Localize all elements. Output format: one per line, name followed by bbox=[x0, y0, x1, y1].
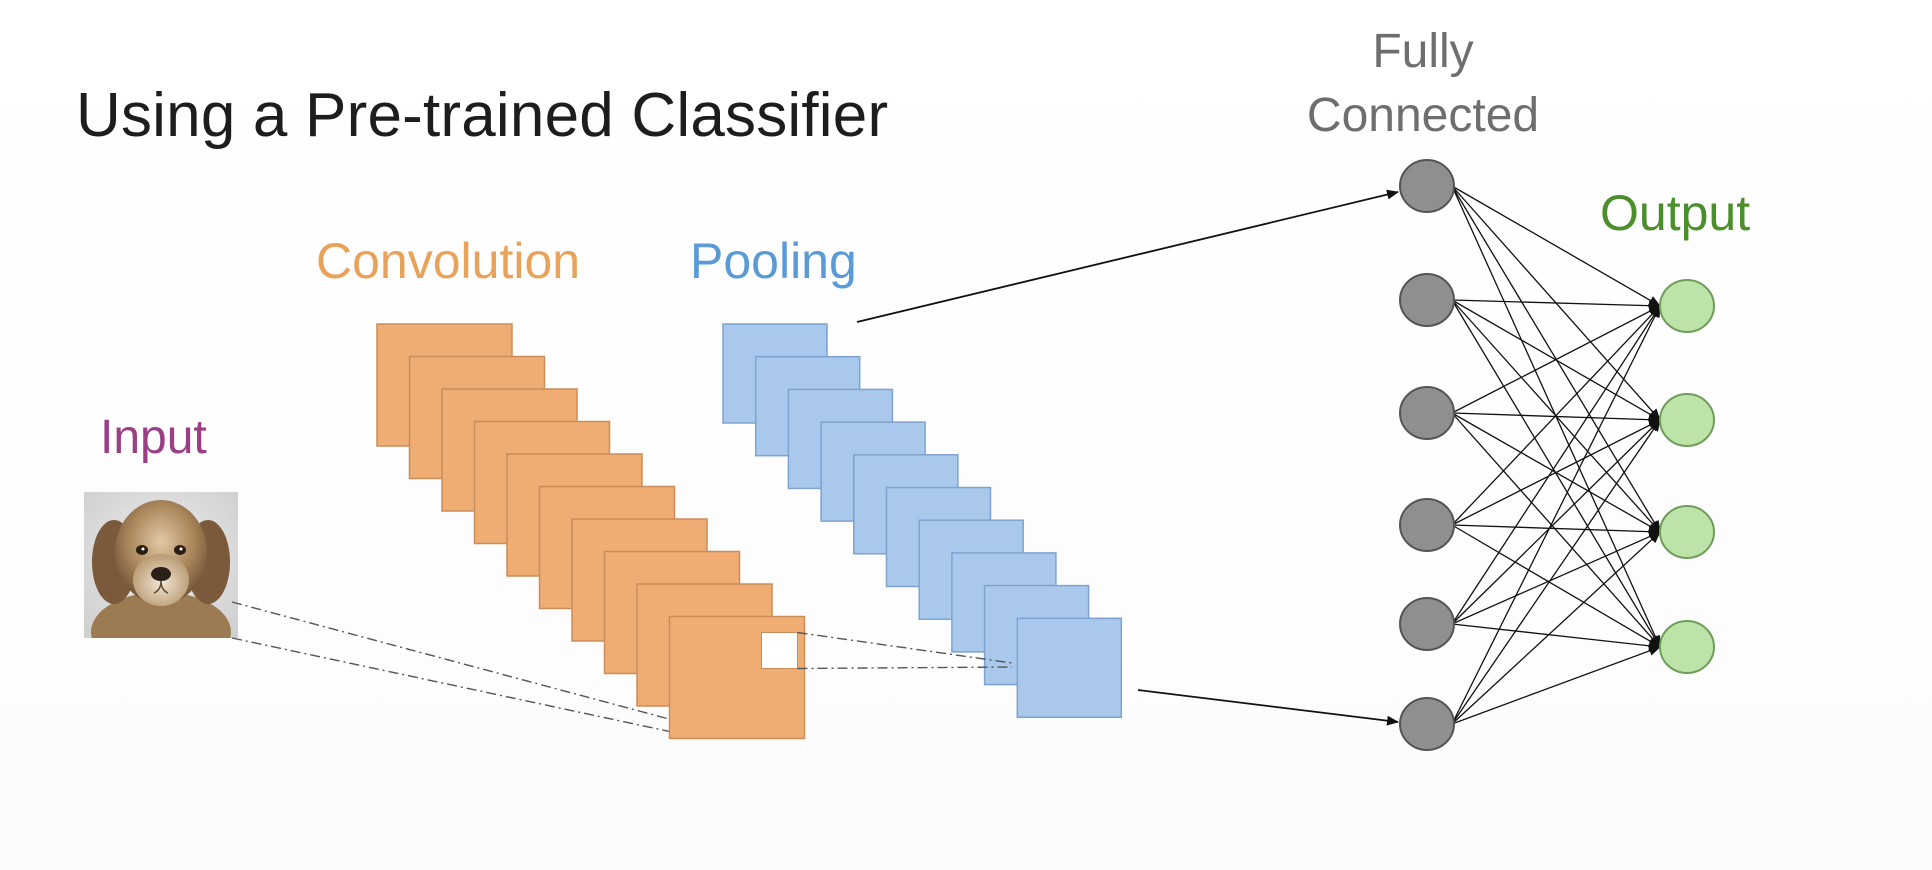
dense-edge bbox=[1451, 419, 1661, 625]
fc-node bbox=[1399, 386, 1455, 440]
receptive-field-lines bbox=[231, 601, 741, 739]
convolution-stack bbox=[376, 323, 806, 740]
fully-connected-label: Fully Connected bbox=[1293, 20, 1553, 148]
fully-connected-layer bbox=[1399, 159, 1455, 751]
output-node bbox=[1659, 393, 1715, 447]
dense-edge bbox=[1451, 305, 1661, 526]
dense-connections bbox=[1451, 185, 1661, 725]
dense-edge bbox=[1451, 524, 1661, 537]
fc-node bbox=[1399, 159, 1455, 213]
flatten-arrow-bottom bbox=[1137, 689, 1399, 726]
fc-node bbox=[1399, 273, 1455, 327]
dense-edge bbox=[1451, 305, 1661, 725]
pool-feature-map bbox=[1016, 617, 1123, 719]
pooling-stack bbox=[722, 323, 1123, 719]
slide-title: Using a Pre-trained Classifier bbox=[76, 81, 889, 150]
fc-node bbox=[1399, 597, 1455, 651]
fully-connected-label-line2: Connected bbox=[1306, 89, 1540, 142]
receptive-line bbox=[231, 601, 741, 739]
dense-edge bbox=[1451, 419, 1661, 526]
dense-edge bbox=[1451, 419, 1661, 725]
dense-edge bbox=[1451, 412, 1661, 425]
output-node bbox=[1659, 620, 1715, 674]
pooling-label: Pooling bbox=[690, 233, 857, 289]
output-node bbox=[1659, 505, 1715, 559]
pooling-field-lines bbox=[797, 631, 1013, 670]
dense-edge bbox=[1451, 412, 1661, 648]
output-layer bbox=[1659, 279, 1715, 674]
fc-node bbox=[1399, 498, 1455, 552]
dense-edge bbox=[1451, 305, 1661, 414]
dense-edge bbox=[1451, 623, 1661, 651]
pool-field-line bbox=[797, 666, 1013, 670]
pool-field-line bbox=[797, 631, 1013, 664]
conv-receptive-window bbox=[761, 632, 798, 669]
dense-edge bbox=[1451, 531, 1661, 625]
fc-node bbox=[1399, 697, 1455, 751]
dense-edge bbox=[1451, 524, 1661, 648]
output-node bbox=[1659, 279, 1715, 333]
dense-edge bbox=[1451, 646, 1661, 725]
dense-edge bbox=[1451, 299, 1661, 311]
input-label: Input bbox=[100, 411, 207, 464]
dense-edge bbox=[1451, 531, 1661, 725]
fully-connected-label-line1: Fully bbox=[1372, 25, 1474, 78]
flatten-arrow-top bbox=[856, 189, 1399, 323]
convolution-label: Convolution bbox=[316, 233, 581, 289]
dense-edge bbox=[1451, 299, 1661, 648]
output-label: Output bbox=[1600, 185, 1751, 241]
flatten-arrows bbox=[856, 189, 1399, 726]
dense-edge bbox=[1451, 185, 1661, 307]
dense-edge bbox=[1451, 305, 1661, 625]
dog-photo-icon bbox=[84, 492, 238, 672]
